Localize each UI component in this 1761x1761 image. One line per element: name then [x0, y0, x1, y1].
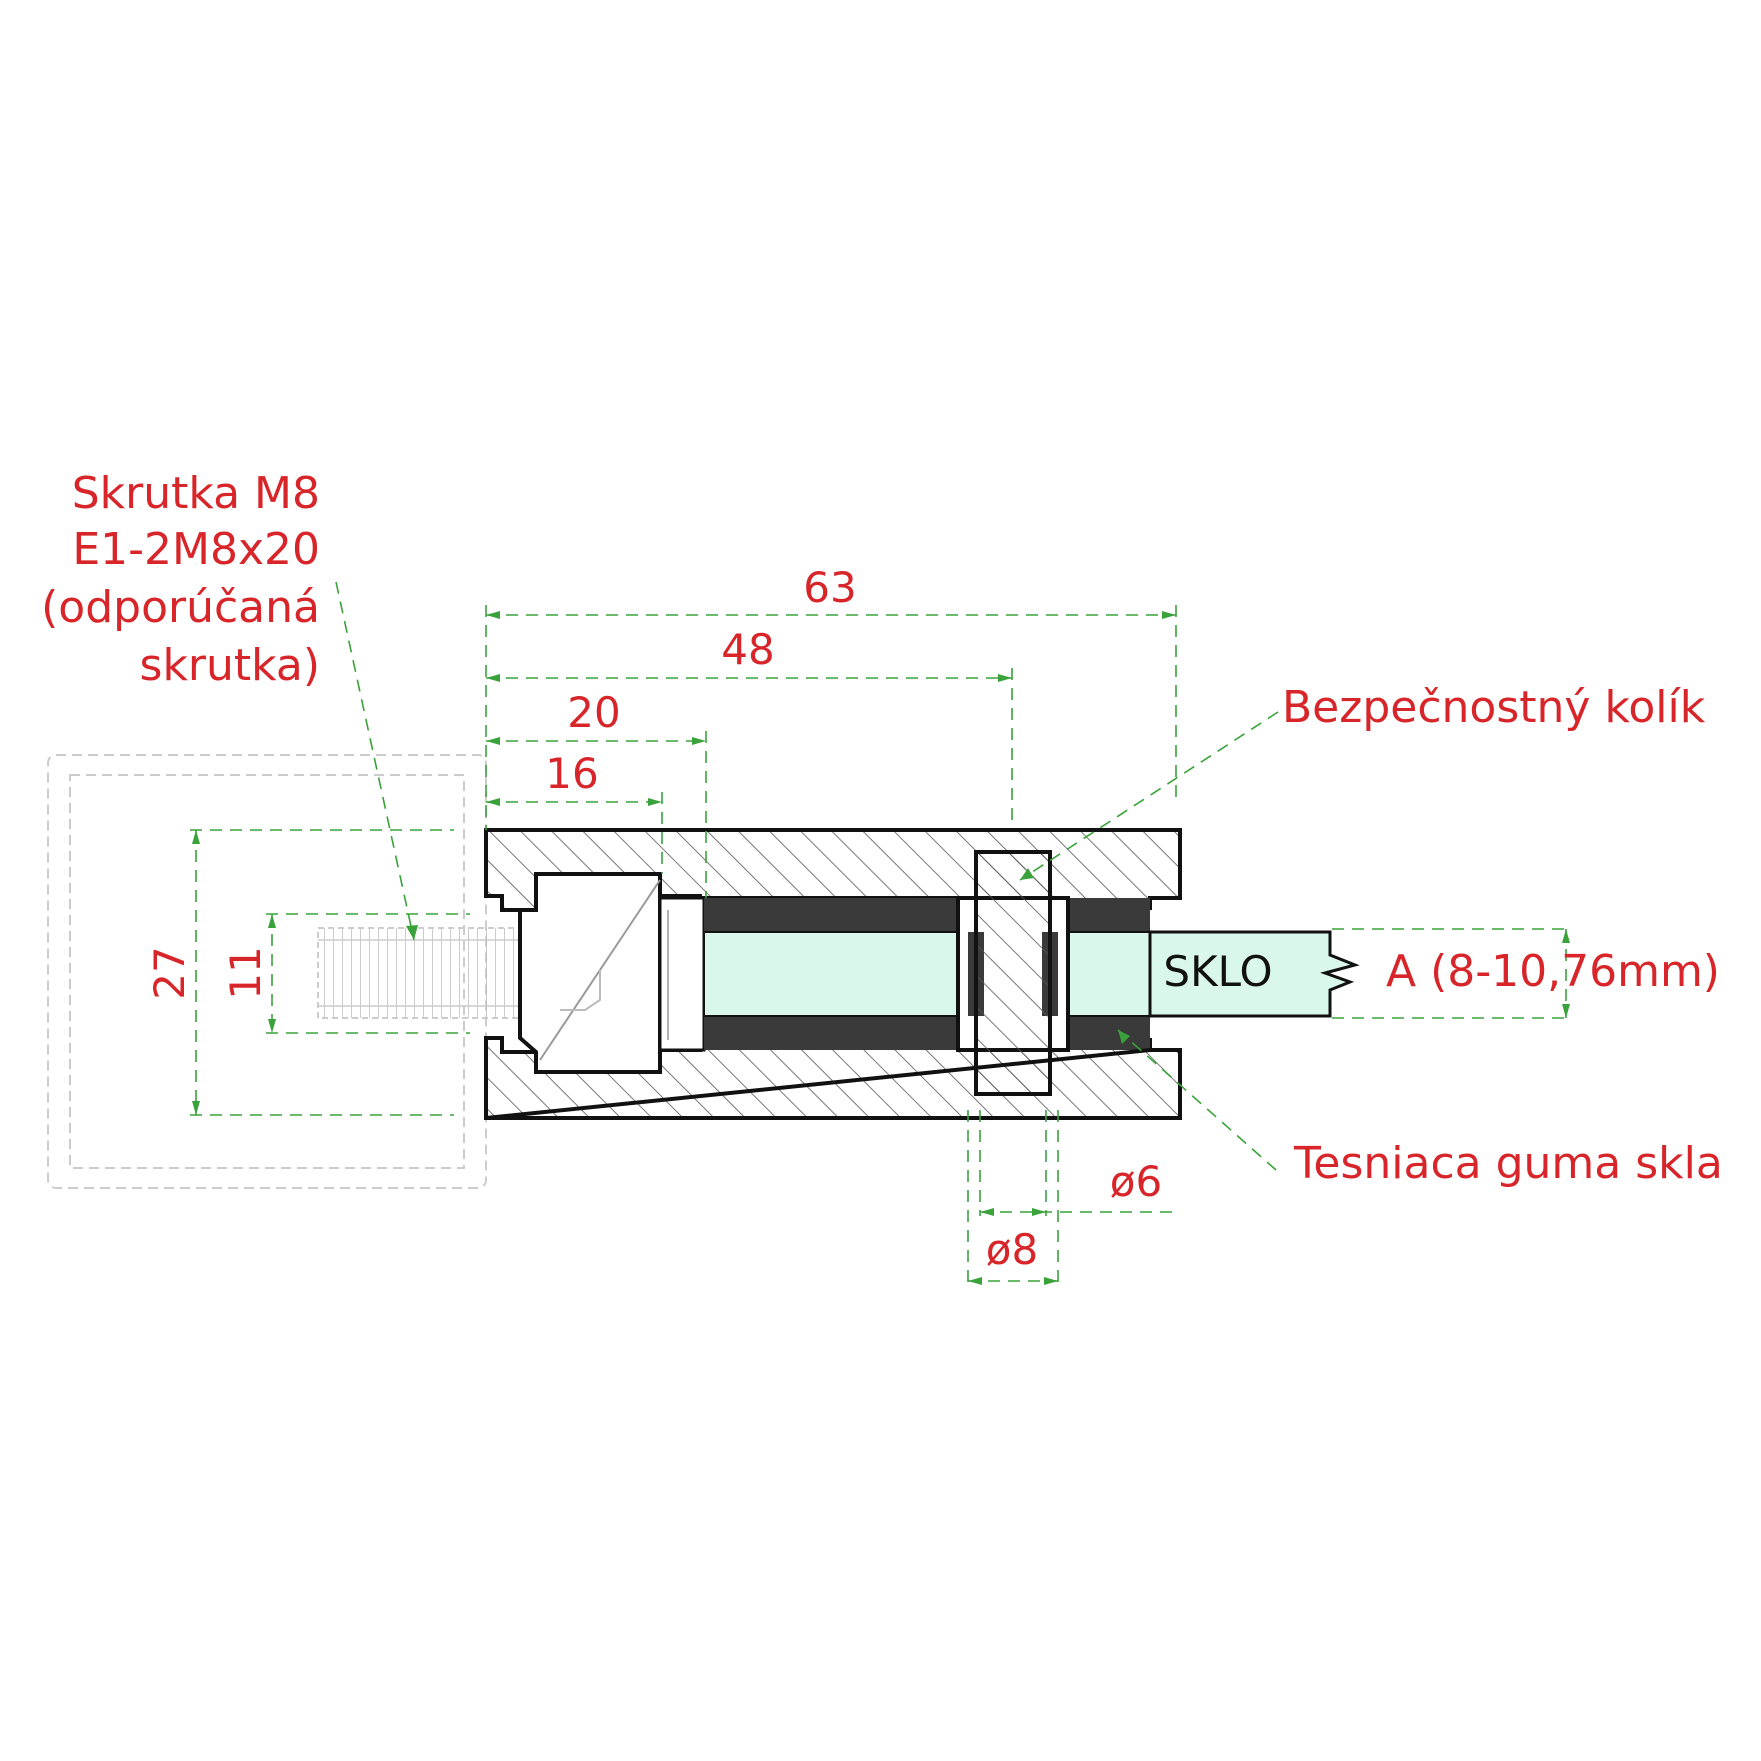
dim-11: 11 [221, 946, 270, 999]
gasket-label: Tesniaca guma skla [1293, 1138, 1723, 1189]
screw-thread [317, 927, 539, 1019]
screw-label-line4: skrutka) [140, 640, 320, 691]
gasket-upper-right [1068, 898, 1150, 932]
dim-27: 27 [145, 946, 194, 999]
glass-right-inner [1067, 931, 1151, 1017]
gasket-upper-left [704, 898, 960, 932]
screw-label-line3: (odporúčaná [41, 582, 320, 633]
gasket-lower-left [704, 1016, 960, 1050]
glass-thickness-label: A (8-10,76mm) [1386, 946, 1720, 997]
dimension-lines [190, 581, 1568, 1285]
safety-pin [956, 850, 1070, 1096]
dimension-values: 63 48 20 16 27 11 ø6 ø8 [145, 563, 1162, 1274]
dim-o6: ø6 [1110, 1157, 1162, 1206]
glass-label: SKLO [1163, 947, 1272, 996]
screw-label-line2: E1-2M8x20 [72, 524, 320, 575]
glass-panel: SKLO [1148, 930, 1360, 1018]
screw-label-line1: Skrutka M8 [72, 468, 320, 519]
dim-48: 48 [721, 625, 774, 674]
dim-16: 16 [545, 749, 598, 798]
dim-o8: ø8 [986, 1225, 1038, 1274]
glass-inner [703, 931, 961, 1017]
clamp-body [484, 828, 1182, 1120]
dim-63: 63 [803, 563, 856, 612]
dim-20: 20 [567, 688, 620, 737]
dimension-arrows [192, 611, 1570, 1285]
callout-labels: Skrutka M8 E1-2M8x20 (odporúčaná skrutka… [41, 468, 1723, 1189]
safety-pin-label: Bezpečnostný kolík [1282, 682, 1706, 733]
gasket-lower-right [1068, 1016, 1150, 1050]
